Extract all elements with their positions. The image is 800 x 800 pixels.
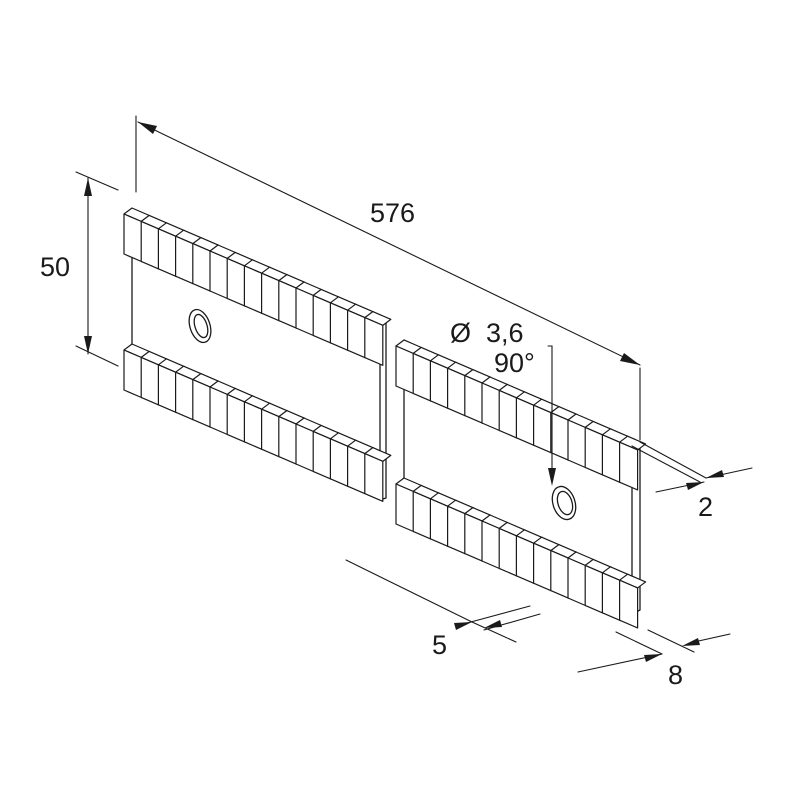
tooth-front-face (498, 389, 518, 439)
pitch-dimension: 5 (345, 559, 541, 660)
tooth-front-face (123, 349, 143, 399)
right-mounting-hole (551, 485, 577, 521)
tooth-front-face (226, 393, 246, 443)
length-dimension: 576 (135, 115, 641, 441)
tooth-front-face (550, 550, 570, 599)
tooth-front-face (533, 404, 553, 454)
tooth-front-face (175, 235, 195, 285)
thickness-label: 2 (698, 492, 713, 522)
tooth-front-face (429, 360, 449, 410)
tooth-front-face (226, 257, 246, 307)
hole-dimension: Ø 3,6 90° (450, 318, 556, 486)
right-bottom-teeth-row (395, 477, 647, 629)
tooth-front-face (515, 535, 535, 585)
tooth-front-face (192, 379, 212, 428)
right-plate (395, 339, 647, 629)
tooth-front-face (243, 265, 263, 315)
height-arrow-top (84, 178, 92, 196)
tooth-front-face (329, 302, 349, 352)
tooth-front-face (209, 386, 229, 436)
tooth-front-face (347, 445, 367, 495)
tooth-front-face (329, 438, 349, 488)
tooth-front-face (464, 513, 484, 562)
length-arrow-left (138, 122, 157, 134)
tooth-front-face (192, 243, 212, 292)
tooth-front-face (312, 294, 332, 344)
tooth-front-face (347, 309, 367, 359)
tooth-front-face (429, 498, 449, 548)
tooth-front-face (175, 371, 195, 421)
length-arrow-right (620, 353, 640, 365)
left-mounting-hole (188, 308, 212, 344)
tooth-front-face (550, 412, 570, 461)
tooth-front-face (619, 579, 639, 629)
tooth-front-face (312, 430, 332, 480)
left-top-teeth-row (123, 207, 392, 366)
tooth-front-face (515, 397, 535, 447)
tooth-front-face (498, 527, 518, 577)
tooth-front-face (481, 520, 501, 570)
tooth-front-face (261, 408, 281, 458)
thickness-dimension: 2 (631, 441, 753, 522)
tooth-front-face (601, 572, 621, 622)
tooth-front-face (364, 317, 384, 366)
tooth-front-face (619, 441, 639, 491)
height-label: 50 (40, 252, 70, 282)
tooth-front-face (278, 280, 298, 329)
tooth-front-face (447, 367, 467, 417)
tooth-front-face (395, 483, 415, 533)
length-label: 576 (370, 198, 415, 228)
right-top-teeth-row (395, 339, 647, 491)
tooth-front-face (584, 564, 604, 614)
left-bottom-teeth-row (123, 343, 392, 502)
countersink-angle-label: 90° (494, 348, 535, 378)
pitch-label: 5 (432, 630, 447, 660)
edge-dimension: 8 (577, 629, 731, 690)
tooth-front-face (123, 213, 143, 263)
tooth-front-face (412, 352, 432, 402)
hole-diameter-label: 3,6 (486, 318, 524, 348)
tooth-front-face (140, 220, 160, 270)
height-dimension: 50 (40, 171, 119, 367)
tooth-front-face (278, 416, 298, 465)
tooth-front-face (261, 272, 281, 322)
tooth-front-face (364, 453, 384, 502)
hole-diameter-symbol: Ø (450, 318, 471, 348)
tooth-front-face (464, 375, 484, 424)
tooth-front-face (601, 434, 621, 484)
tooth-front-face (395, 345, 415, 395)
height-arrow-bottom (84, 336, 92, 354)
tooth-front-face (295, 287, 315, 337)
tooth-front-face (157, 364, 177, 414)
tooth-front-face (584, 426, 604, 476)
tooth-front-face (140, 356, 160, 406)
edge-width-label: 8 (668, 660, 683, 690)
tooth-front-face (447, 505, 467, 555)
tooth-front-face (481, 382, 501, 432)
tooth-front-face (412, 490, 432, 540)
tooth-front-face (243, 401, 263, 451)
tooth-front-face (157, 228, 177, 278)
tooth-front-face (533, 542, 553, 592)
hole-leader-arrow (548, 468, 556, 486)
tooth-front-face (567, 419, 587, 469)
tooth-front-face (209, 250, 229, 300)
tooth-front-face (567, 557, 587, 607)
tooth-front-face (295, 423, 315, 473)
left-plate (123, 207, 392, 502)
